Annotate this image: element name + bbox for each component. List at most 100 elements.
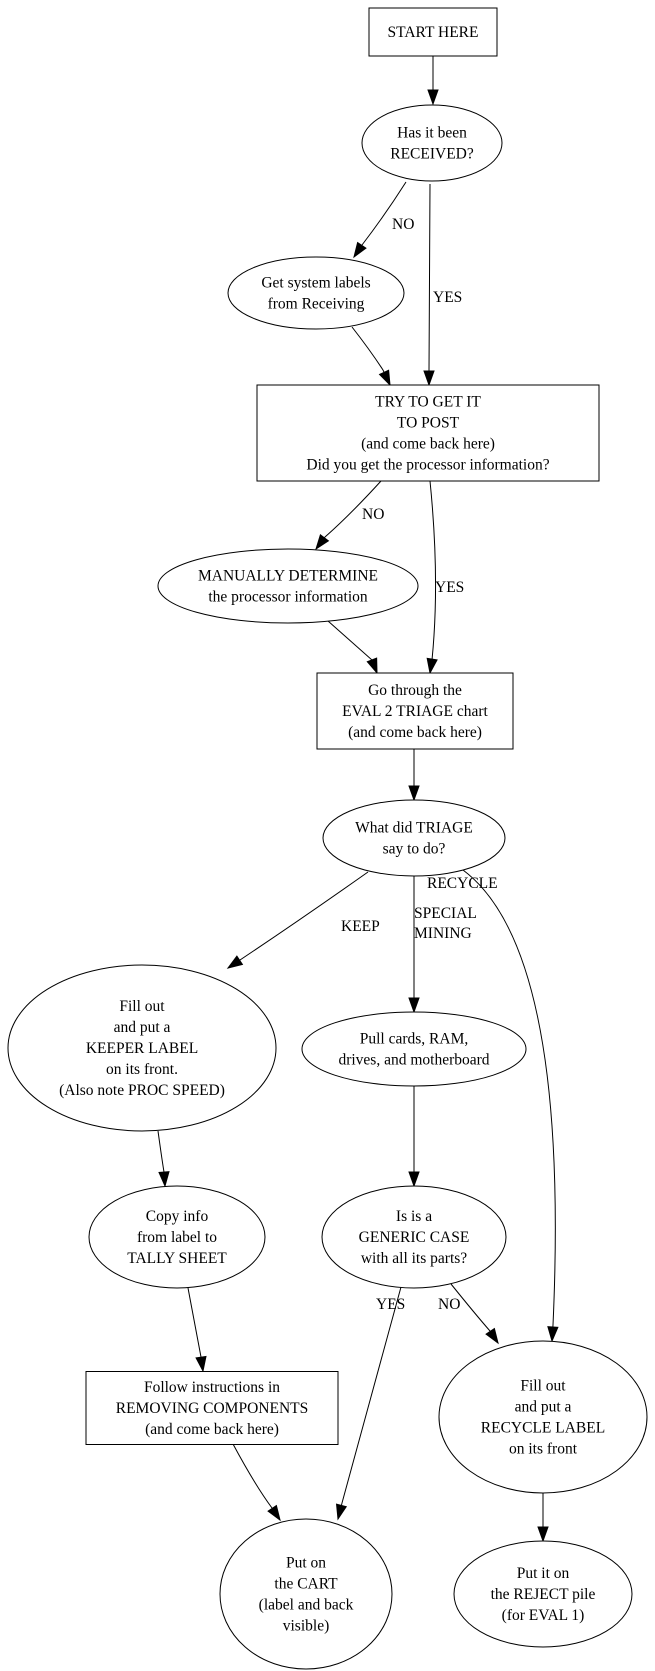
node-text: What did TRIAGE <box>355 820 473 837</box>
node-text: (and come back here) <box>145 1421 279 1438</box>
decision-ellipse <box>453 1540 633 1648</box>
edge-post-to-triage_chart <box>426 480 438 675</box>
node-text: TALLY SHEET <box>127 1250 227 1267</box>
edge-pull-to-generic <box>408 1086 420 1188</box>
edge-keeper-to-tally <box>157 1130 170 1188</box>
arrowhead-icon <box>408 1171 420 1188</box>
arrowhead-icon <box>426 657 438 675</box>
edge-received-to-get_labels <box>353 181 407 259</box>
node-text: Get system labels <box>261 275 370 292</box>
node-text: Go through the <box>368 682 462 699</box>
decision-ellipse <box>88 1185 266 1289</box>
edge-label: YES <box>435 579 464 596</box>
decision-ellipse <box>438 1340 648 1494</box>
process-box <box>368 7 498 57</box>
node-text: (Also note PROC SPEED) <box>59 1082 225 1099</box>
edge-post-to-manual <box>315 480 382 551</box>
node-removing: Follow instructions in REMOVING COMPONENT… <box>85 1371 339 1445</box>
node-text: REMOVING COMPONENTS <box>116 1400 308 1417</box>
node-text: KEEPER LABEL <box>86 1040 198 1057</box>
node-text: say to do? <box>383 841 446 858</box>
node-text: drives, and motherboard <box>338 1052 489 1069</box>
node-text: Follow instructions in <box>144 1379 280 1396</box>
edge-get_labels-to-post <box>351 326 391 387</box>
arrowhead-icon <box>353 241 367 259</box>
decision-ellipse <box>322 799 506 877</box>
arrowhead-icon <box>158 1171 170 1188</box>
process-box <box>85 1371 339 1445</box>
edge-manual-to-triage_chart <box>327 620 378 675</box>
arrowhead-icon <box>195 1355 207 1373</box>
node-text: on its front. <box>106 1061 178 1078</box>
node-text: Put it on <box>517 1565 570 1582</box>
arrowhead-icon <box>547 1326 559 1343</box>
edge-label: YES <box>433 289 462 306</box>
edges-layer <box>157 56 559 1543</box>
arrowhead-icon <box>378 369 391 387</box>
node-text: from Receiving <box>268 296 365 313</box>
edge-received-to-post <box>423 183 435 387</box>
node-text: MANUALLY DETERMINE <box>198 568 378 585</box>
edge-generic-to-recycle_label <box>450 1283 499 1345</box>
arrowhead-icon <box>226 955 244 969</box>
node-text: Put on <box>286 1555 326 1572</box>
node-text: (and come back here) <box>361 436 495 453</box>
edge-label: NO <box>438 1296 460 1313</box>
node-text: and put a <box>515 1399 572 1416</box>
edge-label: MINING <box>414 925 472 942</box>
edge-line <box>337 1286 402 1520</box>
node-text: the processor information <box>208 589 368 606</box>
decision-ellipse <box>157 548 419 624</box>
edge-line <box>462 869 556 1342</box>
node-text: Is is a <box>396 1208 432 1225</box>
decision-ellipse <box>227 256 405 330</box>
decision-ellipse <box>321 1185 507 1289</box>
arrowhead-icon <box>335 1503 348 1521</box>
arrowhead-icon <box>315 533 330 551</box>
edge-start-to-received <box>427 56 439 106</box>
node-text: START HERE <box>388 24 479 41</box>
process-box <box>256 384 600 482</box>
decision-ellipse <box>219 1518 393 1670</box>
arrowhead-icon <box>366 657 378 675</box>
node-text: TO POST <box>397 415 460 432</box>
node-text: from label to <box>137 1229 217 1246</box>
node-text: (label and back <box>259 1597 354 1614</box>
arrowhead-icon <box>537 1526 549 1543</box>
arrowhead-icon <box>408 785 420 802</box>
arrowhead-icon <box>423 370 435 387</box>
edge-line <box>429 480 437 674</box>
edge-label: YES <box>376 1296 405 1313</box>
node-text: visible) <box>283 1618 330 1635</box>
edge-line <box>315 480 382 550</box>
node-text: the REJECT pile <box>491 1586 596 1603</box>
node-start: START HERE <box>368 7 498 57</box>
node-text: GENERIC CASE <box>359 1229 470 1246</box>
edge-triage_chart-to-triage_q <box>408 749 420 802</box>
node-text: RECYCLE LABEL <box>481 1420 605 1437</box>
node-text: and put a <box>114 1019 171 1036</box>
node-text: with all its parts? <box>361 1250 467 1267</box>
node-get-labels: Get system labels from Receiving <box>227 256 405 330</box>
arrowhead-icon <box>267 1504 281 1522</box>
edge-triage_q-to-pull <box>408 876 420 1014</box>
arrowhead-icon <box>408 997 420 1014</box>
node-manual: MANUALLY DETERMINE the processor informat… <box>157 548 419 624</box>
edge-tally-to-removing <box>187 1287 207 1373</box>
edge-line <box>227 871 369 969</box>
edge-triage_q-to-recycle_label <box>462 869 559 1343</box>
edge-label: SPECIAL <box>414 905 477 922</box>
node-text: (and come back here) <box>348 724 482 741</box>
edge-label: RECYCLE <box>427 875 498 892</box>
node-triage-q: What did TRIAGE say to do? <box>322 799 506 877</box>
node-text: Pull cards, RAM, <box>360 1031 469 1048</box>
edge-generic-to-cart <box>335 1286 402 1521</box>
